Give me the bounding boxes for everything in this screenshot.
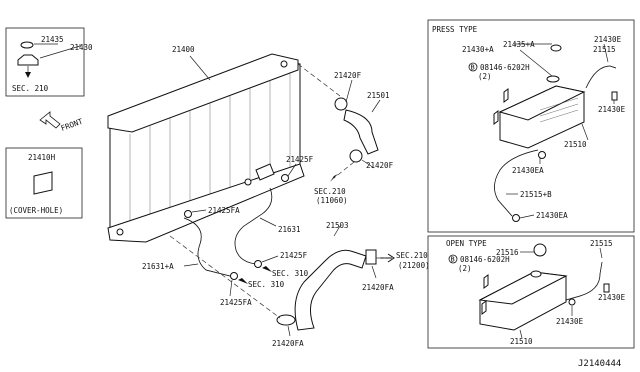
diagram-code: J2140444	[578, 359, 621, 369]
label-press-hose-b: 21515+B	[520, 190, 552, 199]
label-hose-clamp-2: 21425FA	[208, 206, 240, 215]
label-open-bolt: 08146-6202H	[460, 255, 510, 264]
clamp-top-b-part	[349, 149, 363, 163]
label-press-tank: 21430+A	[462, 45, 494, 54]
label-press-tank-510: 21510	[564, 140, 587, 149]
label-hose-clamp-4: 21425FA	[220, 298, 252, 307]
arrow-sec-upper-icon	[330, 174, 338, 182]
open-type-title: OPEN TYPE	[446, 239, 487, 248]
press-hose-b-part	[494, 149, 539, 217]
open-bolt-prefix: B	[451, 256, 455, 264]
press-cap-part	[546, 75, 560, 83]
clamp-top-a-part	[334, 97, 348, 111]
label-radiator: 21400	[172, 45, 195, 54]
open-bolt-symbol-icon	[448, 254, 458, 264]
arrow-sec-lower-icon	[380, 253, 395, 263]
label-clamp-lower-b: 21420FA	[362, 283, 394, 292]
label-open-clamp-e: 21430E	[598, 293, 626, 302]
cap-seal-part	[20, 41, 34, 49]
label-open-hose: 21515	[590, 239, 613, 248]
press-clamp-ea2-part	[512, 214, 520, 222]
press-type-frame	[427, 19, 635, 233]
cap-inset-frame	[5, 27, 85, 97]
open-tank-top	[478, 271, 568, 305]
cap-inset: 21435 21430 SEC. 210	[5, 27, 93, 97]
press-bolt-prefix: B	[471, 64, 475, 72]
label-hose-clamp-1: 21425F	[286, 155, 314, 164]
hose-clamp-3-part	[254, 260, 262, 268]
label-sec-lower: SEC.210	[396, 251, 428, 260]
hose-2-part	[183, 217, 231, 277]
label-open-tank: 21510	[510, 337, 533, 346]
label-press-clamp-e: 21430E	[594, 35, 622, 44]
arrow-sec-310-b-icon	[238, 278, 248, 284]
label-hose-2: 21631+A	[142, 262, 174, 271]
clamp-lower-b-part	[365, 249, 377, 265]
label-press-bolt: 08146-6202H	[480, 63, 530, 72]
label-hose-1: 21631	[278, 225, 301, 234]
label-cover-part: 21410H	[28, 153, 56, 162]
label-hose-clamp-3: 21425F	[280, 251, 308, 260]
label-sec-lower-sub: (21200)	[398, 261, 430, 270]
label-press-clamp-ea: 21430EA	[512, 166, 544, 175]
lower-hose-part	[294, 249, 367, 331]
press-type-title: PRESS TYPE	[432, 25, 478, 34]
label-cover-caption: (COVER-HOLE)	[9, 206, 63, 215]
radiator-assembly: 21400	[107, 45, 305, 243]
label-lower-hose: 21503	[326, 221, 349, 230]
label-sec-210-inset: SEC. 210	[12, 84, 49, 93]
arrow-sec-310-a-icon	[262, 266, 272, 272]
label-press-bolt-qty: (2)	[478, 72, 492, 81]
hose-clamp-1-part	[281, 174, 289, 182]
front-arrow-icon	[39, 111, 61, 129]
open-type-frame	[427, 235, 635, 349]
press-tank-top	[498, 85, 586, 121]
label-press-clamp-e2: 21430E	[598, 105, 626, 114]
front-indicator: FRONT	[39, 111, 85, 133]
lower-hose-group: SEC.210 (21200) 21503 21420FA 21420FA	[169, 221, 430, 348]
press-type-panel: PRESS TYPE 21435+A 21430+A 21515 21430E …	[427, 19, 635, 233]
label-press-hose-515: 21515	[593, 45, 616, 54]
radiator-cap-part	[17, 54, 39, 66]
label-open-clamp-e2: 21430E	[556, 317, 584, 326]
bypass-hoses-group: 21425F 21425FA 21631 21425F SEC. 310 216…	[142, 155, 314, 307]
cover-hole-inset: 21410H (COVER-HOLE)	[5, 147, 83, 219]
cover-hole-frame	[5, 147, 83, 219]
press-hose-515-part	[585, 65, 617, 89]
label-sec-310-a: SEC. 310	[272, 269, 309, 278]
label-clamp-lower-a: 21420FA	[272, 339, 304, 348]
label-open-cap: 21516	[496, 248, 519, 257]
label-sec-upper-sub: (11060)	[316, 196, 348, 205]
hose-clamp-2-part	[184, 210, 192, 218]
arrow-down-icon	[25, 72, 31, 78]
label-upper-hose: 21501	[367, 91, 390, 100]
label-press-cap: 21435+A	[503, 40, 535, 49]
radiator-top-tank	[107, 53, 299, 133]
bolt-symbol-icon	[468, 62, 478, 72]
thermostat-part	[255, 163, 275, 181]
label-sec-310-b: SEC. 310	[248, 280, 285, 289]
open-type-panel: OPEN TYPE 21516 21510 B 08146-6202H (2) …	[427, 235, 635, 349]
label-sec-upper: SEC.210	[314, 187, 346, 196]
label-press-clamp-ea2: 21430EA	[536, 211, 568, 220]
hose-clamp-4-part	[230, 272, 238, 280]
upper-hose-group: 21420F 21501 21420F SEC.210 (11060)	[297, 63, 394, 205]
press-clamp-ea-part	[538, 151, 546, 159]
clamp-lower-a-part	[276, 314, 296, 326]
label-clamp-top-b: 21420F	[366, 161, 394, 170]
label-front: FRONT	[60, 117, 85, 133]
label-cap-seal: 21435	[41, 35, 64, 44]
label-cap: 21430	[70, 43, 93, 52]
label-clamp-top-a: 21420F	[334, 71, 362, 80]
open-cap-part	[533, 243, 547, 257]
upper-hose-part	[343, 109, 379, 155]
label-open-bolt-qty: (2)	[458, 264, 472, 273]
cover-hole-part	[33, 171, 53, 195]
